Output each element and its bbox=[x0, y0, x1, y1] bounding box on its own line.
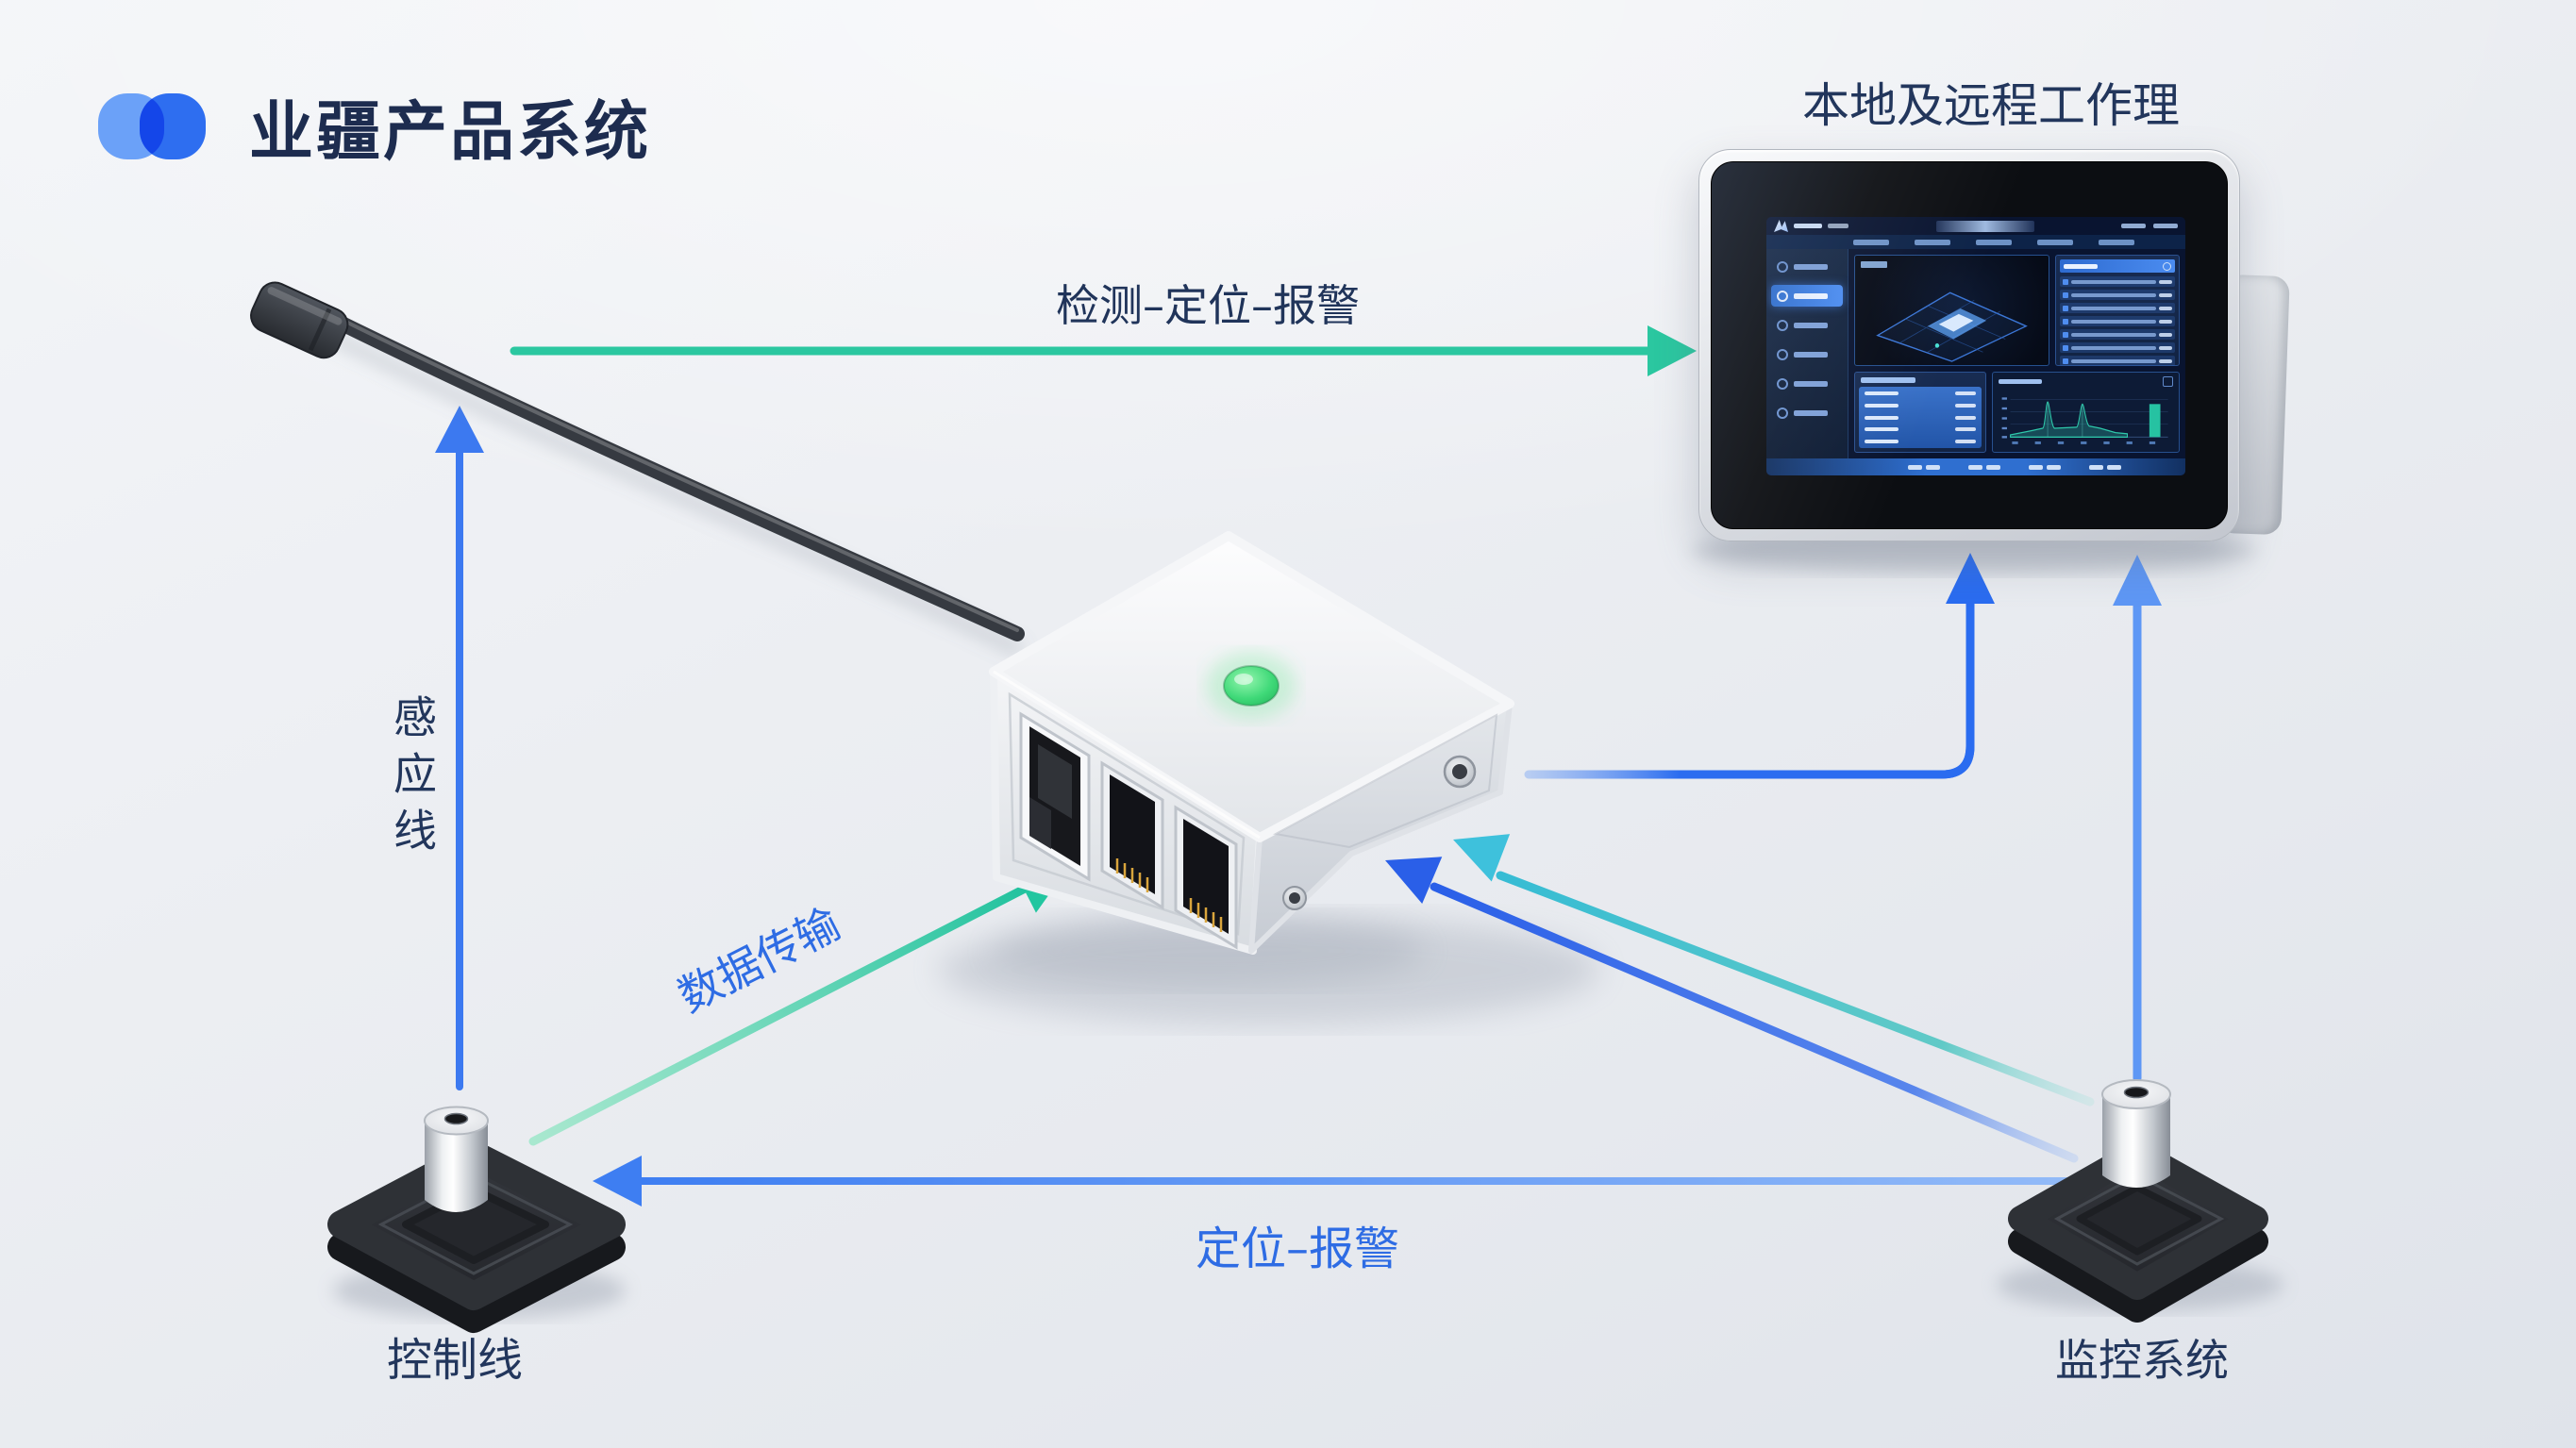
alert-row bbox=[2060, 290, 2175, 300]
alert-row-icon bbox=[2063, 318, 2068, 325]
dash-sidebar bbox=[1766, 249, 1848, 458]
floorplan-label-chip bbox=[1861, 261, 1887, 268]
alert-row bbox=[2060, 316, 2175, 326]
sidebar-item bbox=[1771, 343, 1843, 365]
locate-alarm-arrow bbox=[593, 1156, 2091, 1207]
detect-arrowhead-icon bbox=[1648, 325, 1697, 376]
dash-nav bbox=[1766, 235, 2185, 249]
sidebar-item bbox=[1771, 373, 1843, 394]
alert-row bbox=[2060, 276, 2175, 287]
alerts-panel-header bbox=[2060, 259, 2175, 273]
info-panel-title-bar bbox=[1861, 377, 1915, 383]
alert-row bbox=[2060, 342, 2175, 353]
hub-screw-2 bbox=[1282, 886, 1307, 910]
alert-row-icon bbox=[2063, 358, 2068, 364]
teal-diag-arrowhead-icon bbox=[1453, 834, 1511, 882]
locate-arrowhead-icon bbox=[593, 1156, 642, 1207]
dashboard-screen bbox=[1766, 217, 2185, 475]
sidebar-item-icon bbox=[1777, 260, 1788, 273]
table-row bbox=[1865, 427, 1976, 432]
alert-row-icon bbox=[2063, 305, 2068, 311]
sensor-cable bbox=[250, 281, 1025, 657]
table-row bbox=[1865, 415, 1976, 420]
sensor-to-hub-blue-arrow bbox=[1385, 857, 2079, 1163]
left-sensor-probe bbox=[424, 1106, 489, 1212]
detect-arrow bbox=[510, 325, 1697, 376]
chart-title-bar bbox=[1999, 379, 2042, 384]
sidebar-item-icon bbox=[1777, 407, 1788, 419]
dash-footer bbox=[1766, 458, 2185, 475]
footer-item bbox=[2029, 464, 2061, 470]
monitor bbox=[1698, 149, 2240, 541]
ethernet-port-3 bbox=[1174, 805, 1238, 950]
sidebar-item-icon bbox=[1777, 290, 1788, 302]
table-row bbox=[1865, 403, 1976, 408]
sidebar-item-icon bbox=[1777, 348, 1788, 360]
alerts-list bbox=[2060, 276, 2175, 369]
hub-led bbox=[1206, 652, 1296, 720]
dashboard-title-bar bbox=[1935, 220, 2034, 232]
sidebar-item bbox=[1771, 256, 1843, 277]
dashboard-body bbox=[1766, 249, 2185, 458]
alert-row-icon bbox=[2063, 331, 2068, 338]
hub-device bbox=[989, 531, 1514, 955]
search-icon bbox=[2163, 261, 2171, 271]
table-row bbox=[1865, 391, 1976, 395]
hub-monitor-arrowhead-icon bbox=[1946, 553, 1995, 604]
mini-area-chart bbox=[2001, 397, 2168, 444]
table-row bbox=[1865, 440, 1976, 443]
nav-tab bbox=[1976, 239, 2012, 245]
alert-row-icon bbox=[2063, 344, 2068, 351]
sidebar-item-icon bbox=[1777, 319, 1788, 331]
monitor-bezel bbox=[1711, 161, 2228, 529]
cable-tip-connector bbox=[250, 281, 349, 359]
blue-diag-arrowhead-icon bbox=[1385, 857, 1443, 904]
nav-tab bbox=[2099, 239, 2134, 245]
footer-item bbox=[2089, 464, 2121, 470]
footer-item bbox=[1968, 464, 2000, 470]
sidebar-item-icon bbox=[1777, 377, 1788, 390]
floorplan-wireframe bbox=[1876, 291, 2028, 362]
hub-screw-1 bbox=[1443, 755, 1477, 789]
sidebar-item bbox=[1771, 285, 1843, 307]
ethernet-port-1 bbox=[1019, 711, 1091, 882]
ethernet-port-2 bbox=[1100, 760, 1164, 910]
footer-item bbox=[1908, 464, 1940, 470]
right-sensor-device bbox=[2008, 1079, 2268, 1323]
alert-row bbox=[2060, 329, 2175, 340]
alert-row-icon bbox=[2063, 278, 2068, 285]
sensor-to-monitor-arrow bbox=[2113, 555, 2162, 1083]
sensor-to-hub-teal-arrow bbox=[1453, 834, 2095, 1107]
floorplan-panel bbox=[1854, 255, 2049, 366]
dashboard-header-meta bbox=[2121, 224, 2178, 228]
hub-to-monitor-arrow bbox=[1524, 553, 1995, 779]
alerts-panel bbox=[2055, 255, 2180, 366]
right-sensor-probe bbox=[2101, 1079, 2171, 1188]
sense-arrowhead-icon bbox=[435, 406, 484, 453]
dashboard-logo-icon bbox=[1774, 220, 1788, 232]
alert-row-icon bbox=[2063, 291, 2068, 298]
nav-tab bbox=[2037, 239, 2073, 245]
sense-arrow bbox=[435, 406, 484, 1090]
sensor-monitor-arrowhead-icon bbox=[2113, 555, 2162, 606]
alert-row bbox=[2060, 356, 2175, 366]
sidebar-item bbox=[1771, 314, 1843, 336]
dashboard-header bbox=[1766, 217, 2185, 235]
sidebar-item bbox=[1771, 402, 1843, 424]
nav-tab bbox=[1853, 239, 1889, 245]
info-panel bbox=[1854, 372, 1986, 453]
nav-tab bbox=[1915, 239, 1950, 245]
dashboard-content bbox=[1848, 249, 2185, 458]
expand-icon bbox=[2163, 376, 2173, 387]
left-sensor-device bbox=[327, 1106, 626, 1333]
chart-bar bbox=[2149, 404, 2161, 438]
alert-row bbox=[2060, 303, 2175, 313]
chart-panel bbox=[1992, 372, 2180, 453]
info-table bbox=[1859, 387, 1982, 448]
